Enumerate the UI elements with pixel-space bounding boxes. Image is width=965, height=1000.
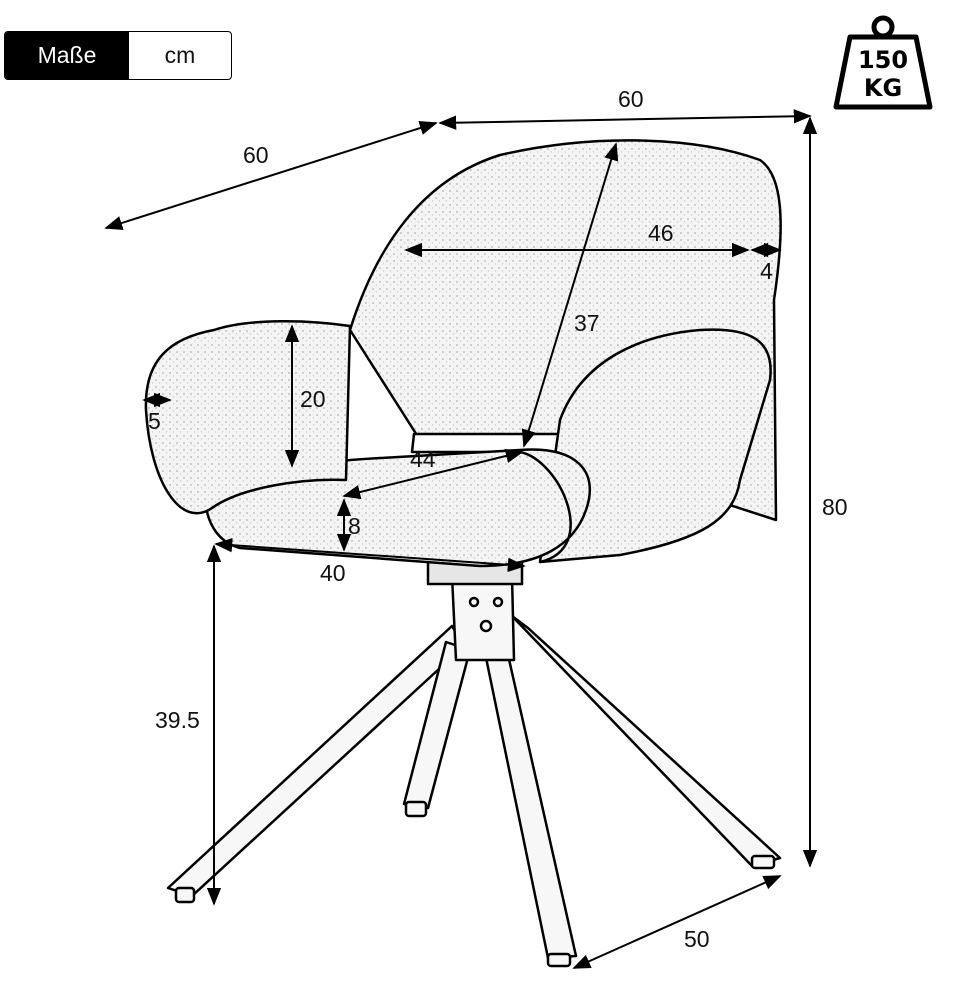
dimension-lines [104,109,818,969]
label-armrest-width: 5 [148,408,161,434]
label-backrest-height: 37 [574,310,600,336]
chair-seat [144,139,782,568]
chair-base [166,560,782,968]
dim-line-top-width [438,109,812,130]
label-base-width: 50 [684,926,710,952]
dim-line-back-height [521,142,619,448]
label-seat-depth: 44 [410,446,436,472]
dim-line-base-width [572,875,782,969]
dim-line-seat-depth [342,448,524,500]
weight-capacity-badge: 150 KG [832,15,934,112]
weight-icon [833,15,933,110]
label-armrest-height: 20 [300,386,326,412]
dimension-legend: Maße cm [4,31,232,80]
legend-unit: cm [164,42,196,68]
dim-line-seat-width [214,537,526,573]
label-seat-thickness: 8 [348,513,361,539]
label-total-height: 80 [822,494,848,520]
weight-unit: KG [863,74,903,102]
label-seat-width: 40 [320,560,346,586]
leg-front-center [482,644,578,960]
label-depth: 60 [243,142,269,168]
label-inner-backrest-width: 46 [648,220,674,246]
label-seat-height: 39.5 [155,707,200,733]
leg-right [510,614,782,868]
dim-line-depth [104,121,438,230]
swivel-mount [450,574,516,662]
weight-value: 150 [857,46,909,74]
legend-label: Maße [5,32,129,79]
label-top-width: 60 [618,86,644,112]
label-backrest-thickness: 4 [760,258,773,284]
